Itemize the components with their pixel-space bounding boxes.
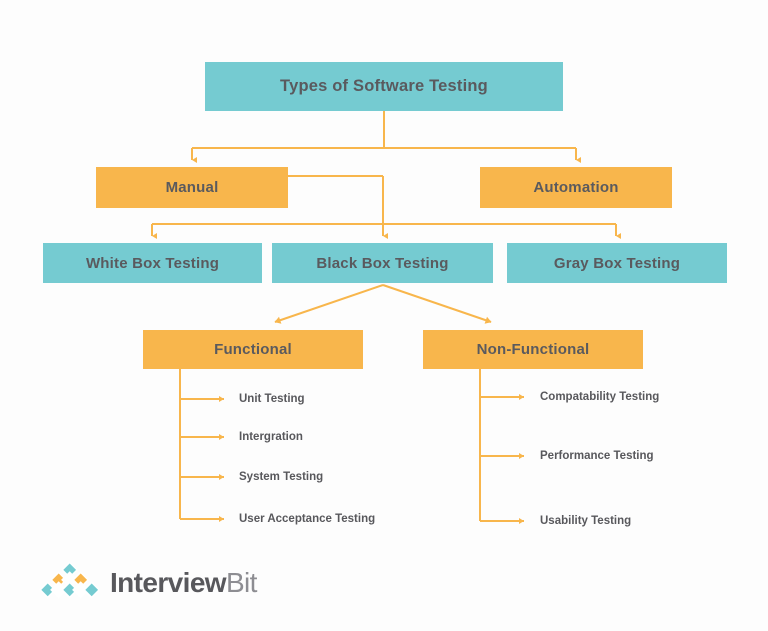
leaf-intergration[interactable]: Intergration (239, 431, 303, 443)
leaf-system-testing[interactable]: System Testing (239, 471, 324, 483)
interviewbit-logo: InterviewBit (38, 561, 268, 607)
leaf-unit-testing[interactable]: Unit Testing (239, 393, 305, 405)
node-manual[interactable]: Manual (96, 167, 288, 208)
interviewbit-logo-text: InterviewBit (110, 567, 257, 599)
node-white-box-testing[interactable]: White Box Testing (43, 243, 262, 283)
node-black-box-testing[interactable]: Black Box Testing (272, 243, 493, 283)
logo-word-interview: Interview (110, 567, 227, 598)
node-gray-box-testing[interactable]: Gray Box Testing (507, 243, 727, 283)
leaf-compatability-testing[interactable]: Compatability Testing (540, 391, 660, 403)
leaf-performance-testing[interactable]: Performance Testing (540, 450, 654, 462)
node-functional[interactable]: Functional (143, 330, 363, 369)
logo-word-bit: Bit (225, 567, 257, 598)
leaf-usability-testing[interactable]: Usability Testing (540, 515, 632, 527)
leaf-user-acceptance-testing[interactable]: User Acceptance Testing (239, 513, 376, 525)
node-root-types-of-software-testing[interactable]: Types of Software Testing (205, 62, 563, 111)
node-automation[interactable]: Automation (480, 167, 672, 208)
interviewbit-logo-mark (39, 561, 100, 599)
node-non-functional[interactable]: Non-Functional (423, 330, 643, 369)
